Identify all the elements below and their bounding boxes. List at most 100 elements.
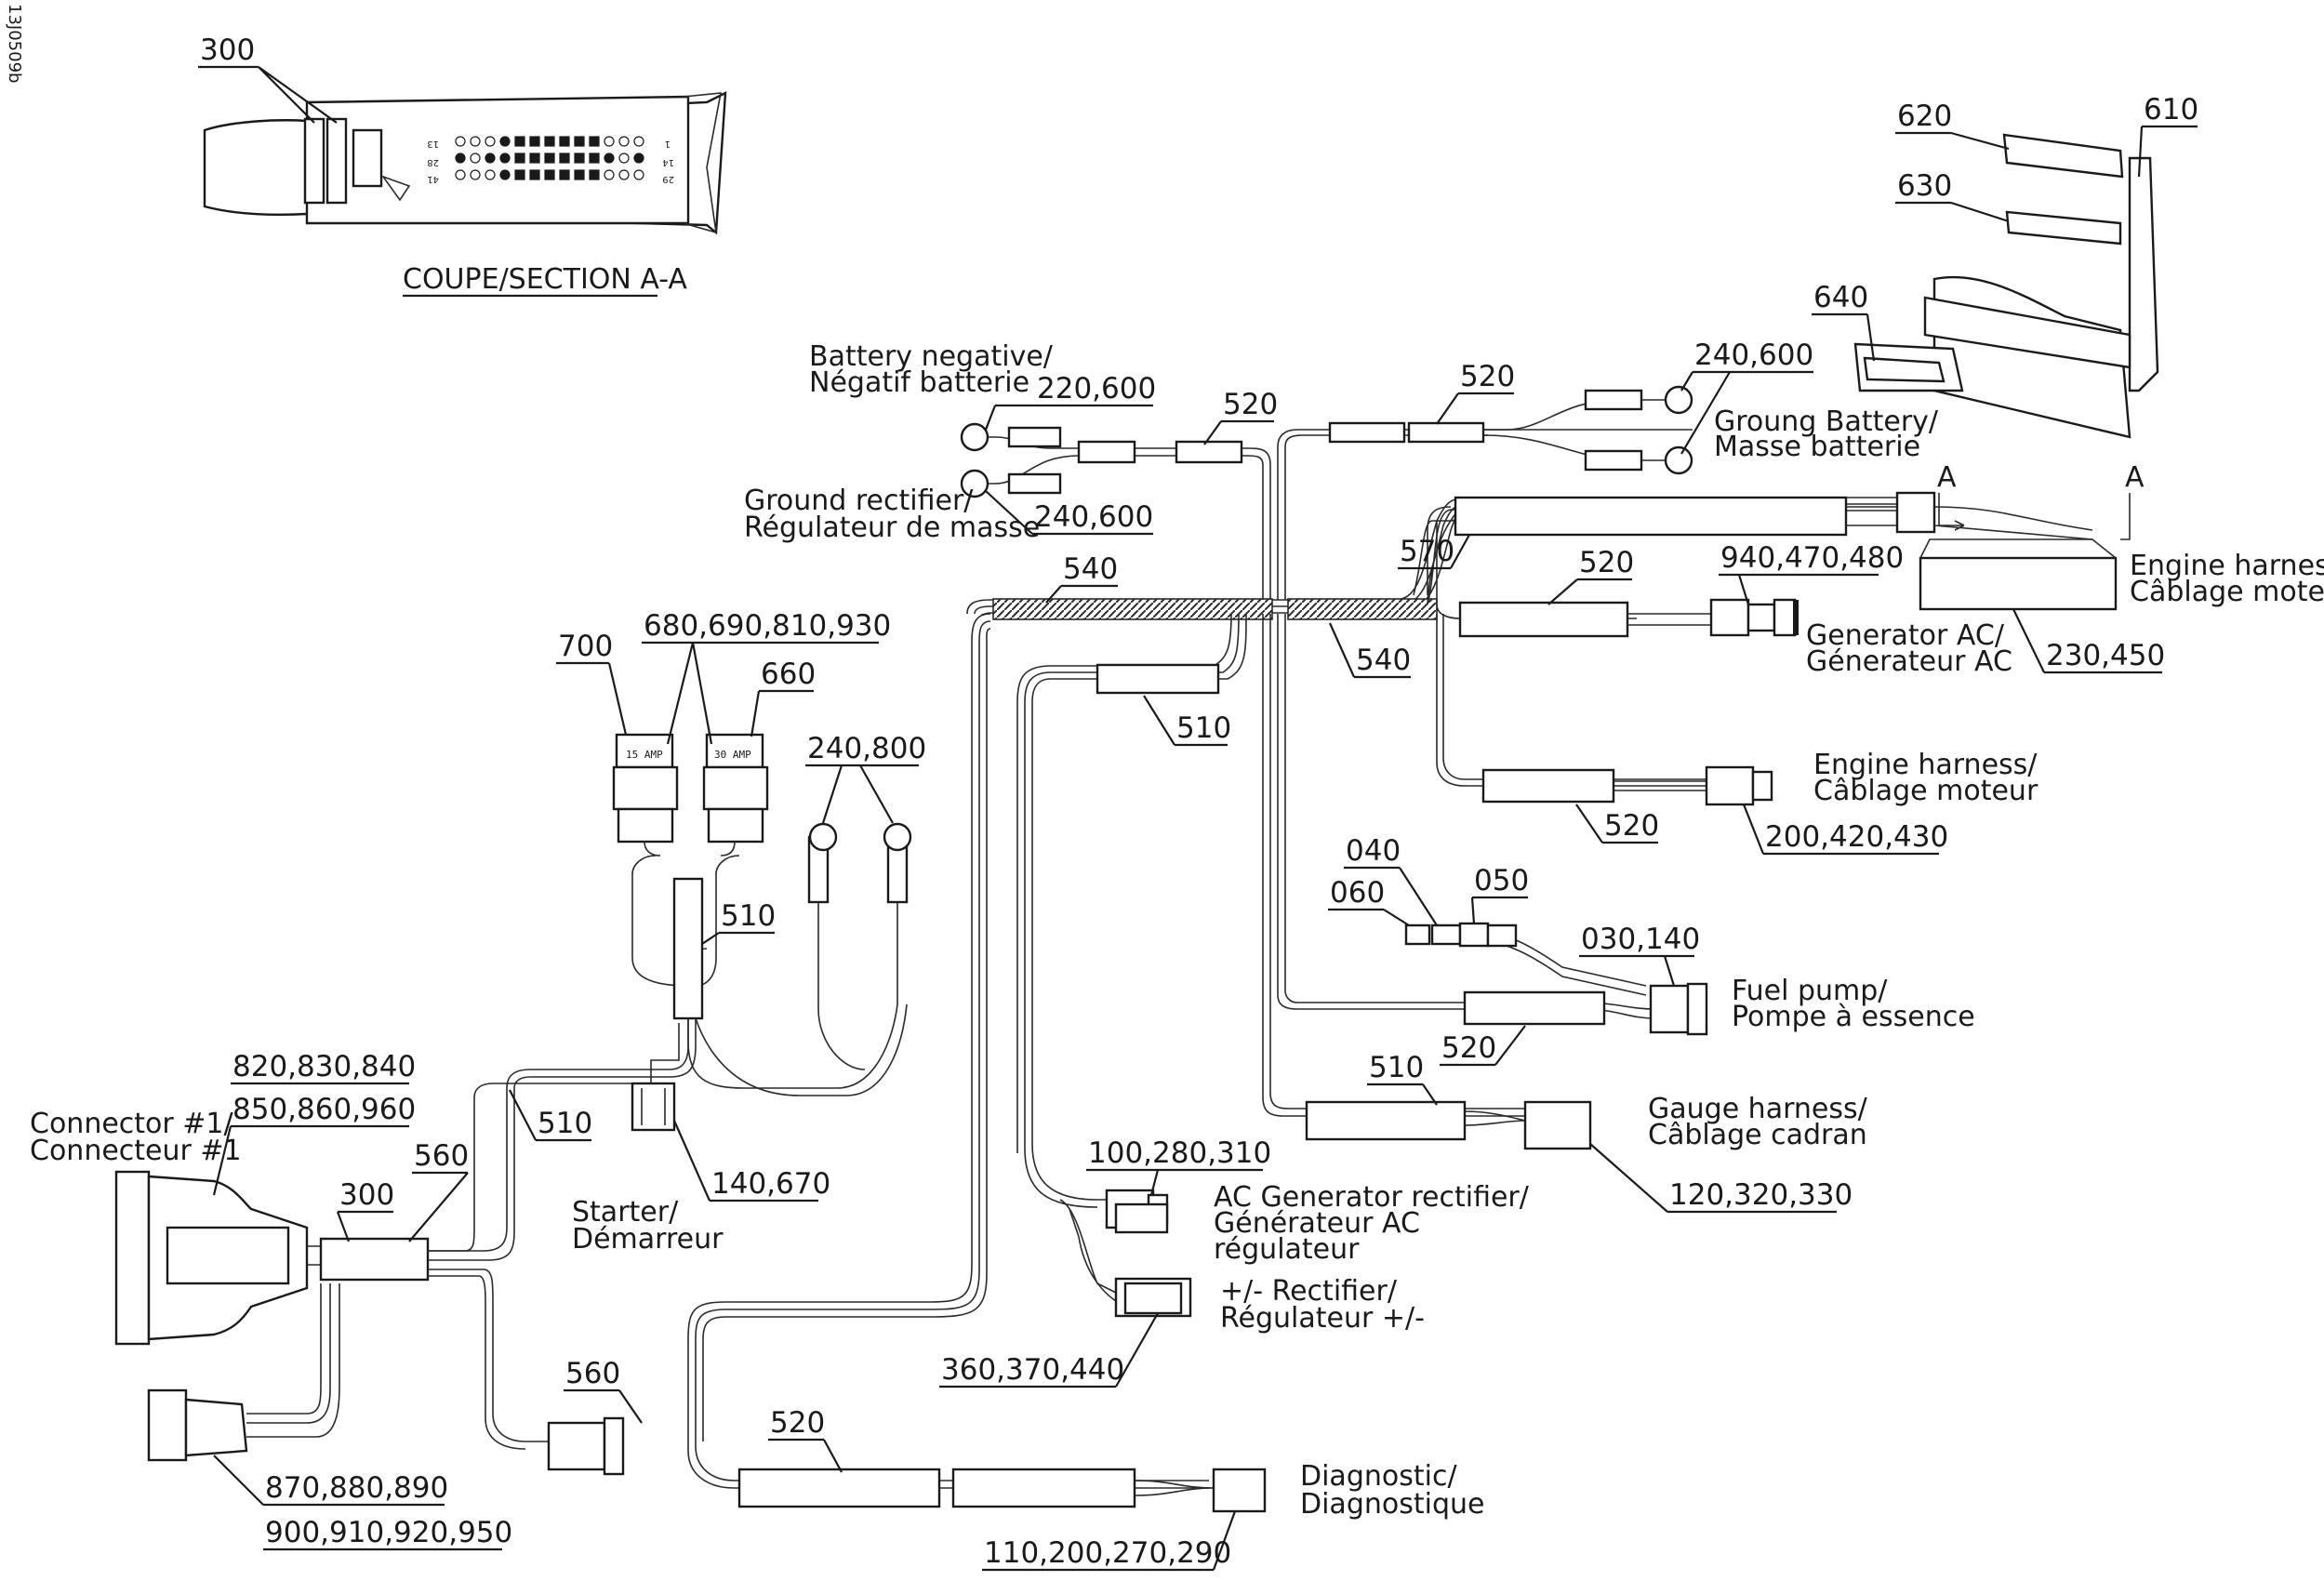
part-900-910-920-950: 900,910,920,950	[265, 1516, 512, 1549]
label-diagnostic-en: Diagnostic/	[1300, 1460, 1457, 1493]
connector-pin	[589, 136, 600, 147]
connector-pin	[589, 153, 600, 164]
part-570: 570	[1400, 535, 1454, 568]
label-fuel-pump-en: Fuel pump/	[1732, 975, 1888, 1007]
wiring-bundles: 15 AMP 30 AMP	[114, 385, 2131, 1513]
part-200-420-430: 200,420,430	[1765, 820, 1948, 854]
connector-pin	[574, 136, 585, 147]
connector-pin	[499, 136, 511, 147]
part-560-top: 560	[414, 1139, 469, 1173]
label-engine-harness-mid-en: Engine harness/	[1813, 749, 2038, 781]
connector-pin	[470, 169, 481, 180]
label-generator-ac-en: Generator AC/	[1806, 619, 2005, 652]
connector-pin	[574, 153, 585, 164]
fuse-15-amp: 15 AMP	[612, 733, 679, 844]
callouts: Battery negative/ Négatif batterie 220,6…	[30, 339, 2324, 1572]
label-battery-negative-en: Battery negative/	[809, 340, 1054, 373]
label-connector-1-fr: Connecteur #1	[30, 1135, 242, 1167]
connector-pin	[514, 153, 525, 164]
label-ground-rectifier-en: Ground rectifier/	[744, 485, 974, 517]
reference-code: 13J0509b	[5, 4, 24, 83]
part-700: 700	[558, 630, 613, 663]
label-ground-rectifier-fr: Régulateur de masse	[744, 512, 1040, 544]
label-ground-battery-fr: Masse batterie	[1714, 431, 1920, 463]
part-620: 620	[1897, 100, 1952, 133]
part-510-starter: 510	[538, 1107, 592, 1140]
label-starter-en: Starter/	[572, 1196, 679, 1229]
connector-pin	[633, 153, 644, 164]
connector-pin	[455, 169, 466, 180]
fuse-label-30: 30 AMP	[714, 749, 751, 761]
part-510-gauge: 510	[1369, 1051, 1424, 1084]
label-starter-fr: Démarreur	[572, 1223, 724, 1256]
pin-number-13: 13	[427, 139, 439, 149]
connector-pin	[499, 153, 511, 164]
connector-pin	[514, 136, 525, 147]
section-marker-a-left: A	[1937, 461, 1957, 494]
part-510-middle: 510	[1176, 711, 1231, 745]
part-540-right: 540	[1356, 644, 1411, 677]
connector-pin	[544, 169, 555, 180]
connector-pin	[604, 136, 615, 147]
part-240-600-left: 240,600	[1034, 500, 1153, 534]
part-610: 610	[2144, 93, 2198, 126]
part-850-860-960: 850,860,960	[232, 1093, 416, 1126]
pin-number-1: 1	[665, 139, 671, 149]
connector-pin	[589, 169, 600, 180]
label-rectifier-pm-fr: Régulateur +/-	[1220, 1302, 1425, 1335]
connector-pin	[455, 136, 466, 147]
pin-number-28: 28	[427, 157, 439, 167]
part-540-left: 540	[1063, 552, 1118, 586]
part-510-fuse: 510	[721, 899, 776, 933]
part-100-280-310: 100,280,310	[1088, 1136, 1271, 1170]
label-connector-1-en: Connector #1/	[30, 1108, 233, 1140]
fuse-30-amp: 30 AMP	[702, 733, 769, 844]
section-marker-a-right: A	[2125, 461, 2145, 494]
connector-pin	[544, 153, 555, 164]
connector-pin	[574, 169, 585, 180]
connector-pin	[514, 169, 525, 180]
part-660: 660	[761, 658, 816, 691]
pin-grid	[455, 136, 644, 180]
connector-pin	[485, 153, 496, 164]
label-rectifier-pm-en: +/- Rectifier/	[1220, 1275, 1398, 1308]
connector-pin	[559, 136, 570, 147]
part-870-880-890: 870,880,890	[265, 1471, 448, 1505]
label-engine-harness-mid-fr: Câblage moteur	[1813, 775, 2038, 807]
part-640: 640	[1813, 281, 1868, 314]
connector-pin	[618, 169, 630, 180]
connector-pin	[618, 136, 630, 147]
part-630: 630	[1897, 169, 1952, 203]
label-ac-gen-rectifier-2: Générateur AC	[1214, 1207, 1420, 1240]
part-940-470-480: 940,470,480	[1720, 541, 1904, 575]
label-ac-gen-rectifier-1: AC Generator rectifier/	[1214, 1181, 1530, 1214]
part-110-200-270-290: 110,200,270,290	[984, 1536, 1231, 1570]
connector-pin	[470, 153, 481, 164]
part-360-370-440: 360,370,440	[941, 1353, 1124, 1387]
part-520-generator: 520	[1579, 546, 1634, 579]
part-520-battery: 520	[1223, 388, 1278, 421]
connector-pin	[470, 136, 481, 147]
label-engine-harness-top-fr: Câblage moteur	[2130, 576, 2324, 608]
part-520-ground: 520	[1460, 360, 1515, 393]
part-240-800: 240,800	[807, 732, 926, 765]
section-a-a-view: 1 13 14 28 29 41 COUPE/SECTION A-A 300	[198, 33, 727, 298]
part-060: 060	[1330, 876, 1385, 910]
part-050: 050	[1474, 864, 1529, 897]
connector-pin	[499, 169, 511, 180]
label-battery-negative-fr: Négatif batterie	[809, 366, 1029, 399]
part-520-diagnostic: 520	[770, 1406, 825, 1440]
part-820-830-840: 820,830,840	[232, 1050, 416, 1083]
label-engine-harness-top-en: Engine harness/	[2130, 550, 2324, 582]
part-300-middle: 300	[339, 1178, 394, 1212]
connector-pin	[529, 136, 540, 147]
connector-pin	[529, 169, 540, 180]
label-ac-gen-rectifier-3: régulateur	[1214, 1233, 1360, 1266]
pin-number-41: 41	[427, 174, 439, 184]
label-gauge-harness-fr: Câblage cadran	[1648, 1119, 1867, 1151]
part-040: 040	[1346, 834, 1401, 868]
label-gauge-harness-en: Gauge harness/	[1648, 1093, 1868, 1125]
connector-pin	[455, 153, 466, 164]
label-fuel-pump-fr: Pompe à essence	[1732, 1001, 1975, 1033]
